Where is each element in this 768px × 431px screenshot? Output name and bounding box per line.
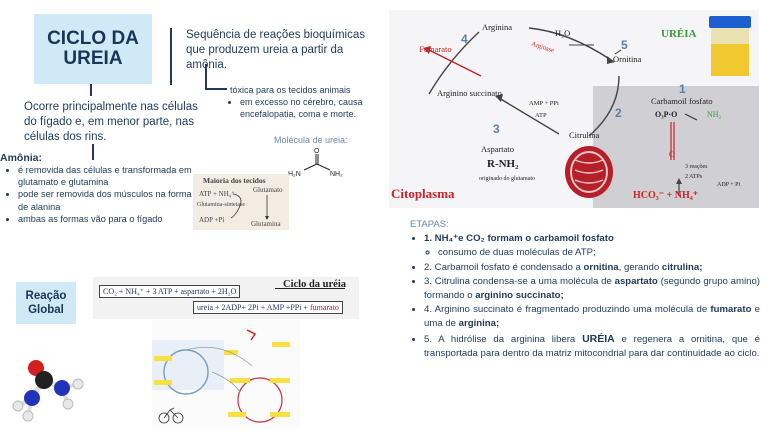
step-1: 1. NH₄⁺e CO₂ formam o carbamoil fosfato … xyxy=(424,232,760,260)
label-carbamoil: Carbamoil fosfato xyxy=(651,96,713,106)
urea-3d-molecule-icon xyxy=(12,360,84,422)
global-eq-title: Ciclo da uréia xyxy=(283,279,346,290)
connector-line xyxy=(170,28,172,85)
label-hco3: HCO₃⁻ + NH₄⁺ xyxy=(633,190,699,201)
amonia-item-2: pode ser removida dos músculos na forma … xyxy=(18,188,195,212)
urea-molecule-label: Molécula de ureia: xyxy=(274,135,348,145)
toxic-item: em excesso no cérebro, causa encefalopat… xyxy=(240,96,380,120)
tissues-glutamina: Glutamina xyxy=(251,220,281,228)
step-4: 4. Arginino succinato é fragmentado prod… xyxy=(424,303,760,331)
label-arginina: Arginina xyxy=(482,22,513,32)
step-num-3: 3 xyxy=(493,122,500,136)
step-num-1: 1 xyxy=(679,82,686,96)
title-line1: CICLO DA xyxy=(47,28,139,49)
steps-header: ETAPAS: xyxy=(410,219,449,230)
reacao-global-line1: Reação xyxy=(25,290,67,302)
global-eq-right: ureia + 2ADP+ 2Pi + AMP +PPi + fumarato xyxy=(193,301,343,314)
step-5: 5. A hidrólise da arginina libera URÉIA … xyxy=(424,332,760,361)
urine-sample-icon xyxy=(709,16,751,76)
label-h2o: H₂O xyxy=(555,28,571,38)
title-line2: UREIA xyxy=(63,48,123,69)
step-1-sub: consumo de duas moléculas de ATP; xyxy=(438,246,760,260)
global-eq-left: CO₂ + NH₄⁺ + 3 ATP + aspartato + 2H₂O xyxy=(99,285,241,298)
reacao-global-line2: Global xyxy=(28,304,64,316)
amonia-item-1: é removida das células e transformada em… xyxy=(18,164,195,188)
urea-structure-icon: O H₂N NH₂ xyxy=(288,148,343,178)
label-ornitina: Ornitina xyxy=(613,54,642,64)
tissues-glutamato: Glutamato xyxy=(253,186,283,194)
cycle-arrows xyxy=(423,27,698,198)
global-eq-arrow xyxy=(275,288,345,289)
label-reacoes: 3 reações xyxy=(685,164,708,170)
connector-line xyxy=(205,64,207,90)
label-argininosuccinato: Arginino succinato xyxy=(437,88,502,98)
urea-krebs-cycle-map xyxy=(152,320,300,428)
step-num-4: 4 xyxy=(461,32,468,46)
label-rnh2: R-NH₂ xyxy=(487,158,519,170)
label-atps: 2 ATPs xyxy=(685,174,703,180)
toxic-header: tóxica para os tecidos animais xyxy=(230,85,351,95)
svg-text:O: O xyxy=(314,148,320,155)
label-o3po: O₃P·O xyxy=(655,110,678,119)
tissues-title: Maioria dos tecidos xyxy=(203,176,266,185)
amonia-item-3: ambas as formas vão para o fígado xyxy=(18,213,195,225)
toxic-block: tóxica para os tecidos animais em excess… xyxy=(230,84,380,120)
global-eq-right-prefix: ureia + 2ADP+ 2Pi + AMP +PPi + xyxy=(197,303,310,312)
label-citrulina: Citrulina xyxy=(569,130,600,140)
label-atp: ATP xyxy=(535,112,547,119)
label-nh2: NH₂ xyxy=(707,110,722,119)
label-adp: ADP + Pi xyxy=(717,182,741,188)
label-amp-ppi: AMP + PPi xyxy=(529,100,559,107)
step-num-5: 5 xyxy=(621,38,628,52)
label-o: O xyxy=(669,150,675,159)
label-origin: originado do glutamato xyxy=(479,176,535,182)
step-num-2: 2 xyxy=(615,106,622,120)
label-aspartato: Aspartato xyxy=(481,144,515,154)
connector-line xyxy=(92,144,94,160)
tissues-adp: ADP +Pi xyxy=(199,216,225,224)
tissues-atp: ATP + NH₄⁺ xyxy=(199,190,235,198)
occurs-text: Ocorre principalmente nas células do fíg… xyxy=(24,101,198,143)
tissues-arrows xyxy=(230,193,269,220)
tissues-enzyme: Glutamina-sintetase xyxy=(197,202,245,208)
connector-line xyxy=(90,84,92,96)
urea-cycle-diagram: Arginina H₂O URÉIA Fumarato Arginase Orn… xyxy=(389,10,759,208)
svg-text:NH₂: NH₂ xyxy=(330,171,343,178)
mitochondria-area xyxy=(593,86,759,208)
label-ureia: URÉIA xyxy=(661,28,697,40)
step-2: 2. Carbamoil fosfato é condensado a orni… xyxy=(424,261,760,275)
amonia-header: Amônia: xyxy=(0,152,42,164)
sequence-text: Sequência de reações bioquímicas que pro… xyxy=(186,29,366,71)
label-fumarato: Fumarato xyxy=(419,44,452,54)
tissues-diagram: Maioria dos tecidos ATP + NH₄⁺ Glutamato… xyxy=(193,174,289,230)
global-eq-panel: Ciclo da uréia CO₂ + NH₄⁺ + 3 ATP + aspa… xyxy=(93,277,359,319)
amonia-block: Amônia: é removida das células e transfo… xyxy=(0,152,195,225)
steps-section: ETAPAS: 1. NH₄⁺e CO₂ formam o carbamoil … xyxy=(410,218,760,361)
svg-text:H₂N: H₂N xyxy=(288,171,301,178)
label-citoplasma: Citoplasma xyxy=(391,186,455,201)
global-eq-fumarato: fumarato xyxy=(309,303,339,312)
connector-line xyxy=(205,88,227,90)
step-3: 3. Citrulina condensa-se a uma molécula … xyxy=(424,275,760,303)
